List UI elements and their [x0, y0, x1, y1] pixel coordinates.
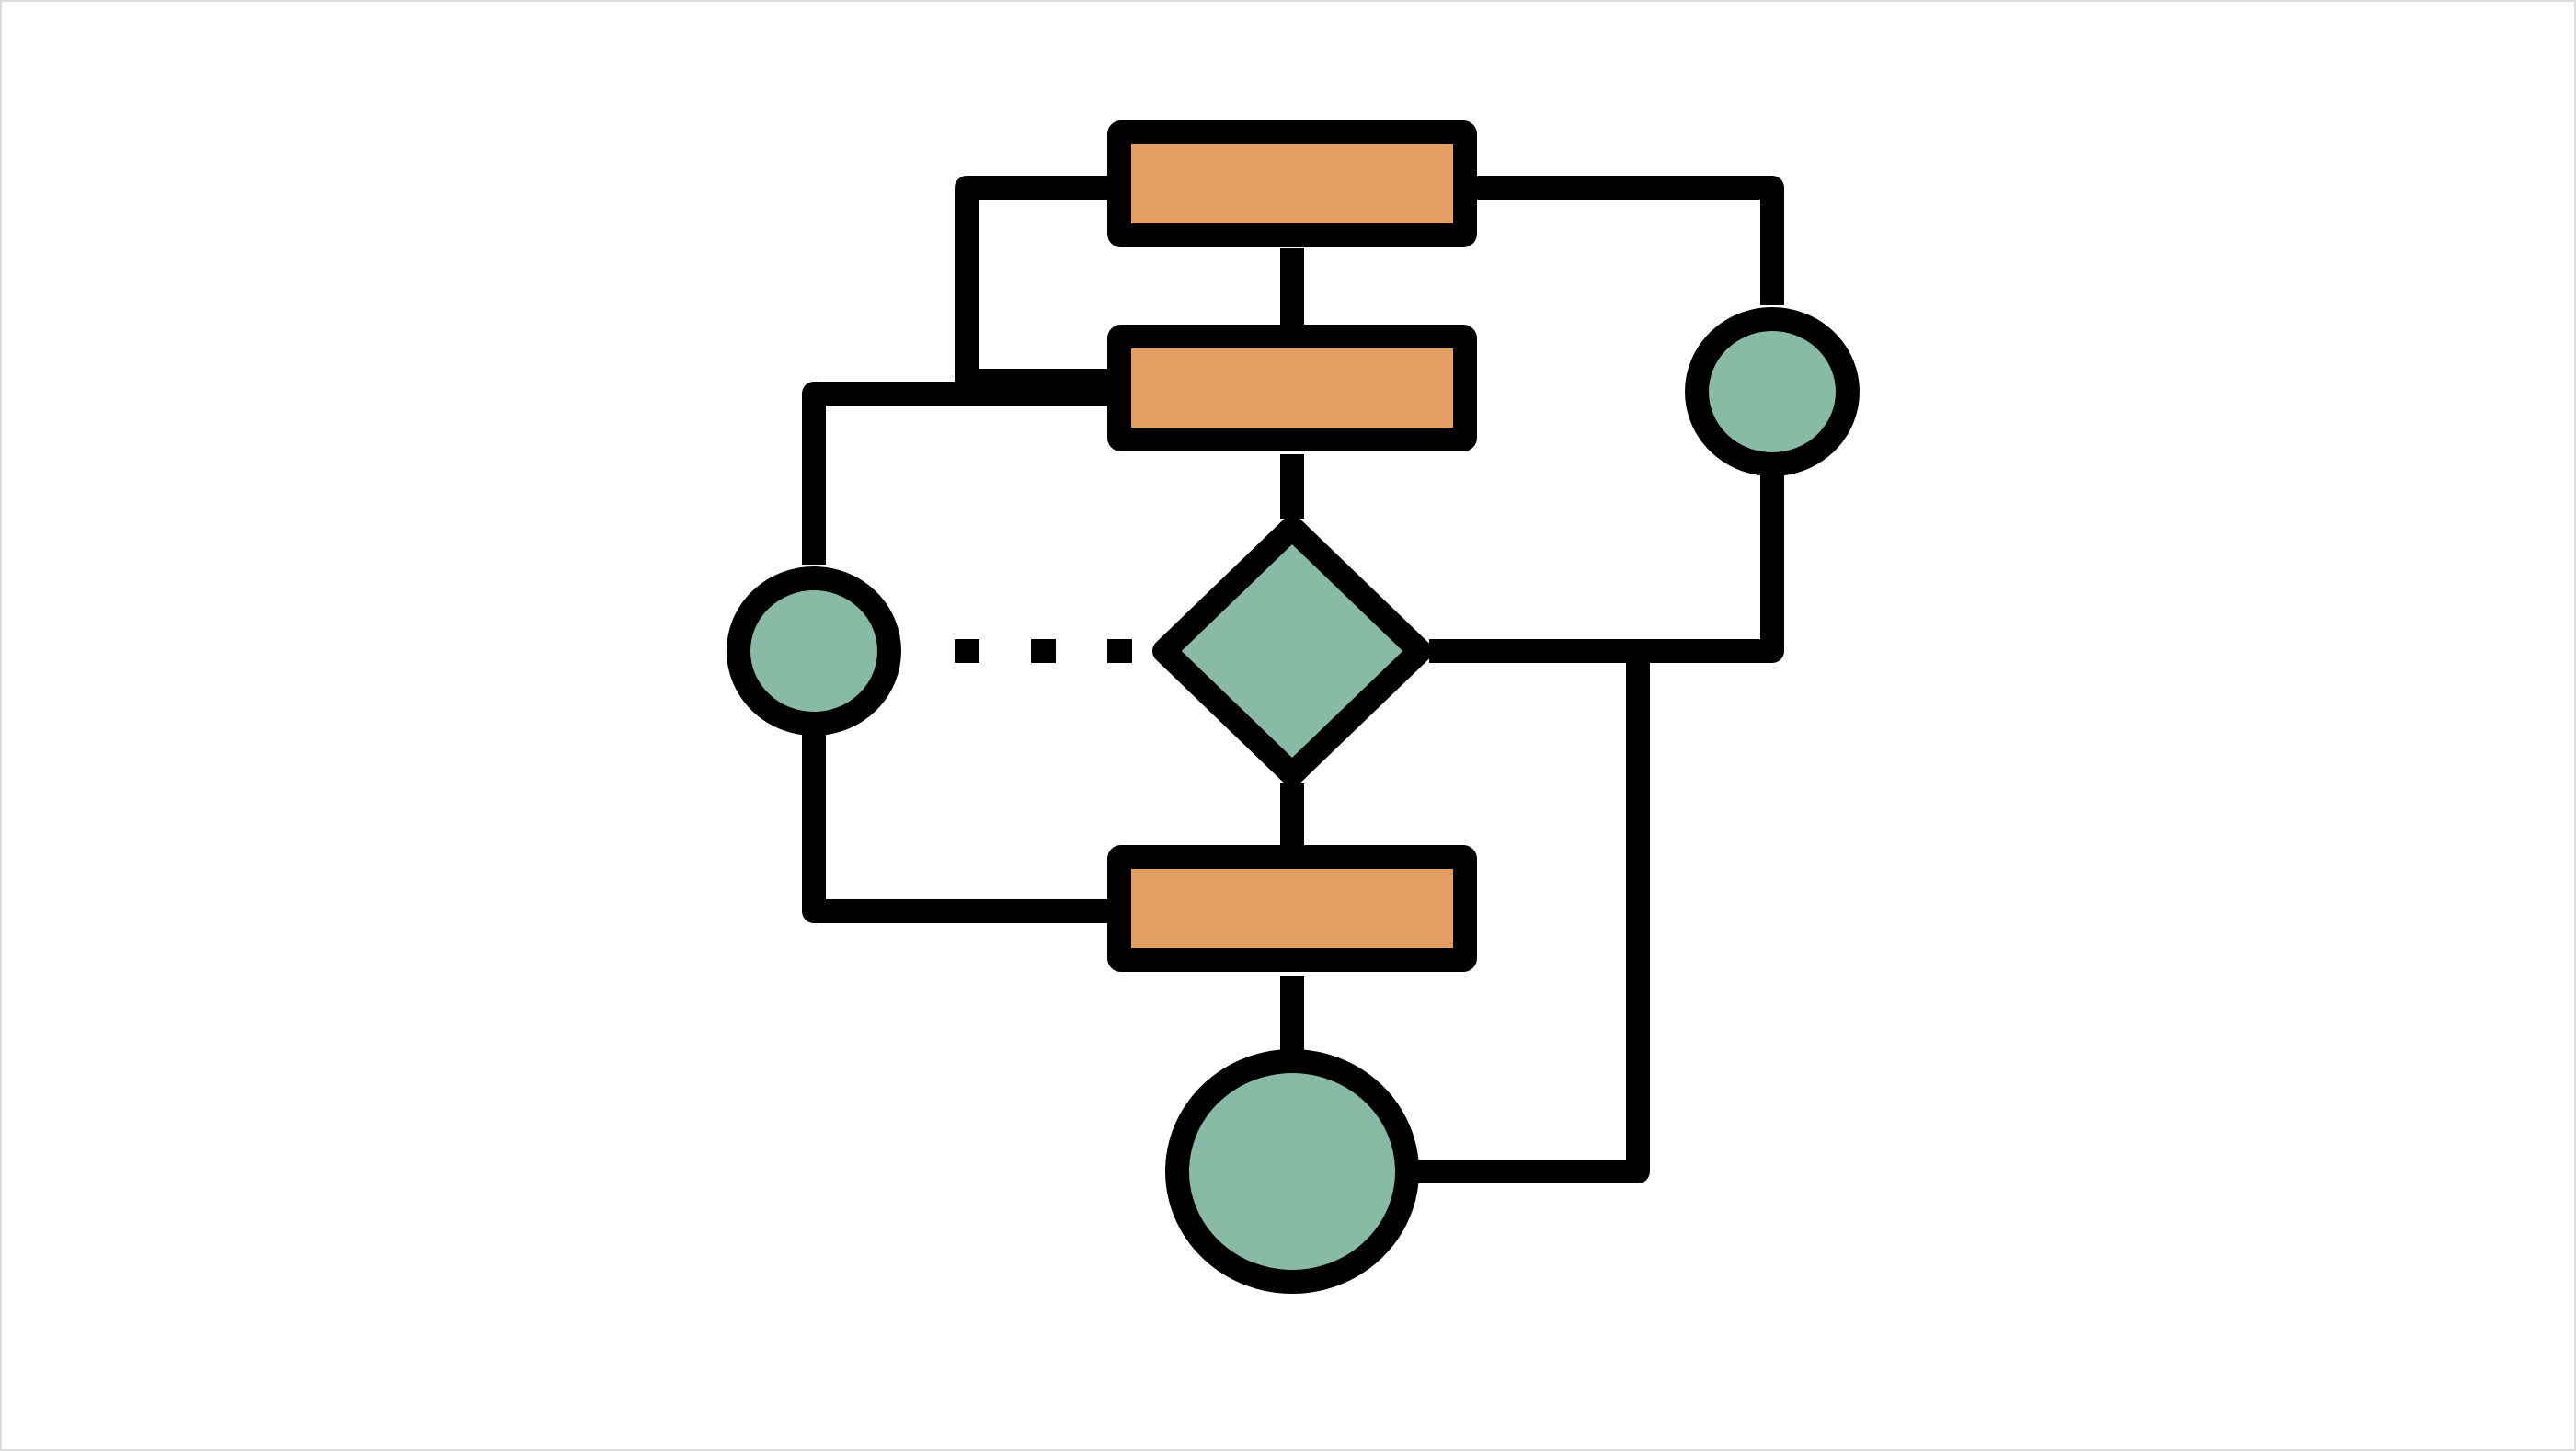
edge-decision-to-circle-right: [1429, 475, 1784, 663]
edges-layer: [802, 176, 1784, 1183]
terminal-circle-bottom: [1165, 1049, 1419, 1294]
process-box-top: [1107, 120, 1477, 247]
decision-diamond: [1152, 516, 1432, 786]
edge-top-to-circle-right: [1477, 176, 1784, 305]
nodes-layer: [727, 120, 1860, 1294]
process-box-middle: [1107, 325, 1477, 451]
edge-middle-to-circle-left: [802, 382, 1107, 565]
terminal-circle-right: [1685, 307, 1860, 476]
edge-decision-to-circle-bottom-loop: [1409, 639, 1650, 1183]
process-box-bottom: [1107, 845, 1477, 972]
edge-circle-left-to-bottom: [802, 734, 1107, 923]
terminal-circle-left: [727, 566, 901, 736]
edge-top-to-middle-left-loop: [955, 176, 1107, 393]
